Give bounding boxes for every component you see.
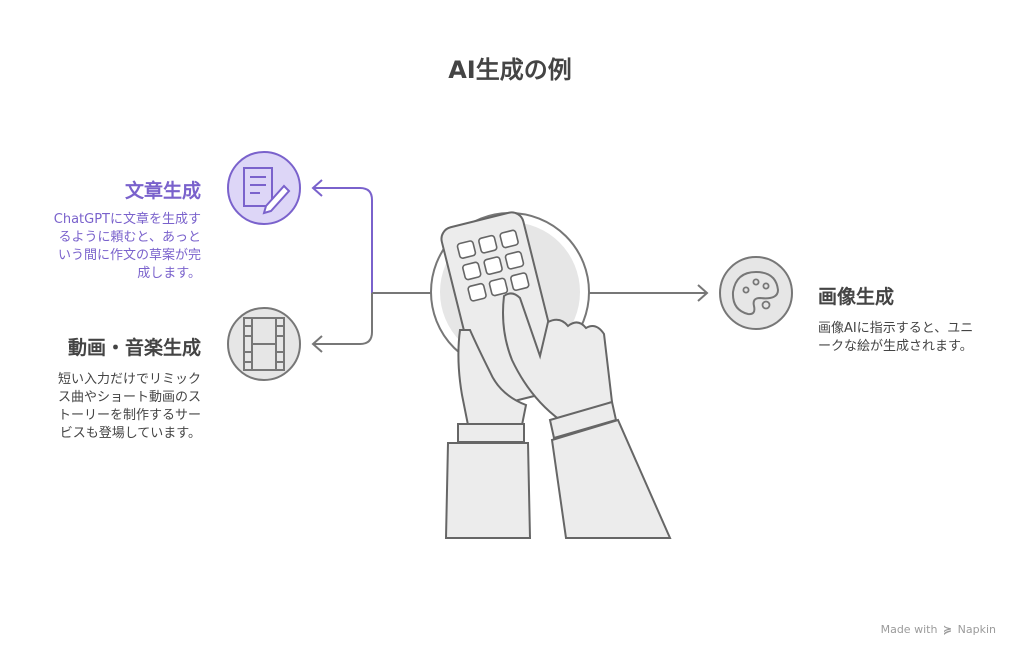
credit-prefix: Made with	[880, 623, 938, 636]
text-generation-description: ChatGPTに文章を生成するように頼むと、あっという間に作文の草案が完成します…	[53, 212, 201, 281]
video-music-description: 短い入力だけでリミックス曲やショート動画のストーリーを制作するサービスも登場して…	[57, 372, 201, 441]
credit-brand: Napkin	[957, 623, 996, 636]
page-title: AI生成の例	[448, 56, 572, 84]
film-strip-icon	[227, 307, 301, 381]
hand-phone-icon	[430, 211, 672, 539]
image-generation-description: 画像AIに指示すると、ユニークな絵が生成されます。	[818, 321, 974, 354]
made-with-napkin-credit[interactable]: Made with ≽ Napkin	[881, 623, 996, 636]
connector-left	[311, 179, 373, 293]
connector-left-bottom	[311, 292, 432, 353]
image-generation-heading: 画像生成	[818, 286, 895, 308]
video-music-heading: 動画・音楽生成	[67, 337, 201, 359]
napkin-logo-icon: ≽	[942, 623, 953, 636]
document-pencil-icon	[227, 151, 301, 225]
palette-icon	[719, 256, 793, 330]
text-generation-heading: 文章生成	[124, 180, 201, 202]
connector-right	[588, 284, 709, 302]
